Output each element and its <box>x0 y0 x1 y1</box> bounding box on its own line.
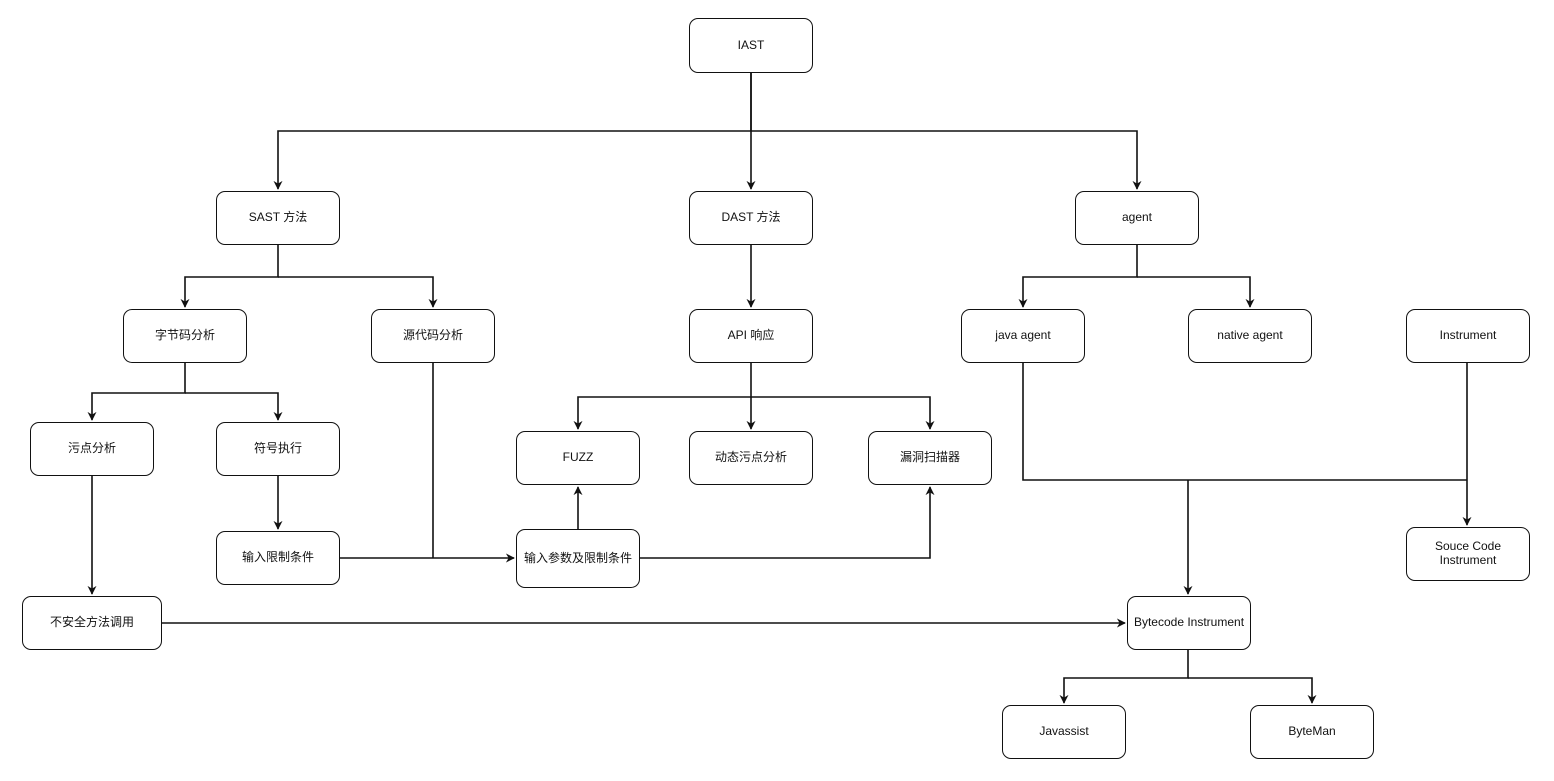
node-taint-analysis[interactable]: 污点分析 <box>30 422 154 476</box>
node-agent[interactable]: agent <box>1075 191 1199 245</box>
node-native-agent[interactable]: native agent <box>1188 309 1312 363</box>
node-instrument[interactable]: Instrument <box>1406 309 1530 363</box>
edge-iast-agent <box>751 130 1142 190</box>
node-label: Instrument <box>1439 328 1497 343</box>
edge-iast-sast <box>273 73 752 190</box>
node-label: 输入参数及限制条件 <box>523 550 632 565</box>
node-bytecode-analysis[interactable]: 字节码分析 <box>123 309 247 363</box>
node-label: Souce Code Instrument <box>1434 539 1502 567</box>
node-label: native agent <box>1217 328 1283 343</box>
node-label: SAST 方法 <box>248 210 308 225</box>
node-label: 污点分析 <box>67 441 116 456</box>
node-label: 输入限制条件 <box>241 550 314 565</box>
node-sast[interactable]: SAST 方法 <box>216 191 340 245</box>
edge-sast-bytecode-analysis <box>180 245 279 308</box>
node-label: agent <box>1121 210 1153 225</box>
node-java-agent[interactable]: java agent <box>961 309 1085 363</box>
node-input-params-constraints[interactable]: 输入参数及限制条件 <box>516 529 640 588</box>
node-label: FUZZ <box>562 450 594 465</box>
edge-bc-inst-byteman <box>1188 677 1317 704</box>
node-dast[interactable]: DAST 方法 <box>689 191 813 245</box>
node-label: java agent <box>995 328 1051 343</box>
node-label: 不安全方法调用 <box>49 615 134 630</box>
node-byteman[interactable]: ByteMan <box>1250 705 1374 759</box>
node-dynamic-taint[interactable]: 动态污点分析 <box>689 431 813 485</box>
edge-agent-native-agent <box>1137 276 1255 308</box>
node-label: 动态污点分析 <box>714 450 787 465</box>
edge-input-params-scanner <box>640 486 935 559</box>
edge-agent-java-agent <box>1018 245 1138 308</box>
node-input-constraints[interactable]: 输入限制条件 <box>216 531 340 585</box>
node-label: 漏洞扫描器 <box>899 450 960 465</box>
edge-bytecode-analysis-taint <box>87 363 186 421</box>
edge-api-fuzz <box>573 363 752 430</box>
node-api-response[interactable]: API 响应 <box>689 309 813 363</box>
node-iast[interactable]: IAST <box>689 18 813 73</box>
node-label: DAST 方法 <box>721 210 781 225</box>
node-label: ByteMan <box>1288 724 1336 739</box>
node-label: API 响应 <box>727 328 775 343</box>
edge-api-scanner <box>751 396 935 430</box>
node-label: 字节码分析 <box>154 328 215 343</box>
node-label: IAST <box>737 37 765 52</box>
edge-java-agent-merge <box>1022 363 1467 481</box>
node-unsafe-method-call[interactable]: 不安全方法调用 <box>22 596 162 650</box>
node-bytecode-instrument[interactable]: Bytecode Instrument <box>1127 596 1251 650</box>
node-javassist[interactable]: Javassist <box>1002 705 1126 759</box>
node-source-analysis[interactable]: 源代码分析 <box>371 309 495 363</box>
node-label: Bytecode Instrument <box>1133 615 1245 630</box>
node-label: 符号执行 <box>253 441 302 456</box>
edge-sast-source-analysis <box>278 276 438 308</box>
node-vuln-scanner[interactable]: 漏洞扫描器 <box>868 431 992 485</box>
node-label: 源代码分析 <box>402 328 463 343</box>
edge-bc-inst-javassist <box>1059 650 1189 704</box>
node-symbolic-execution[interactable]: 符号执行 <box>216 422 340 476</box>
node-label: Javassist <box>1039 724 1089 739</box>
node-source-code-instrument[interactable]: Souce Code Instrument <box>1406 527 1530 581</box>
edge-bytecode-analysis-symbolic <box>185 392 283 421</box>
node-fuzz[interactable]: FUZZ <box>516 431 640 485</box>
